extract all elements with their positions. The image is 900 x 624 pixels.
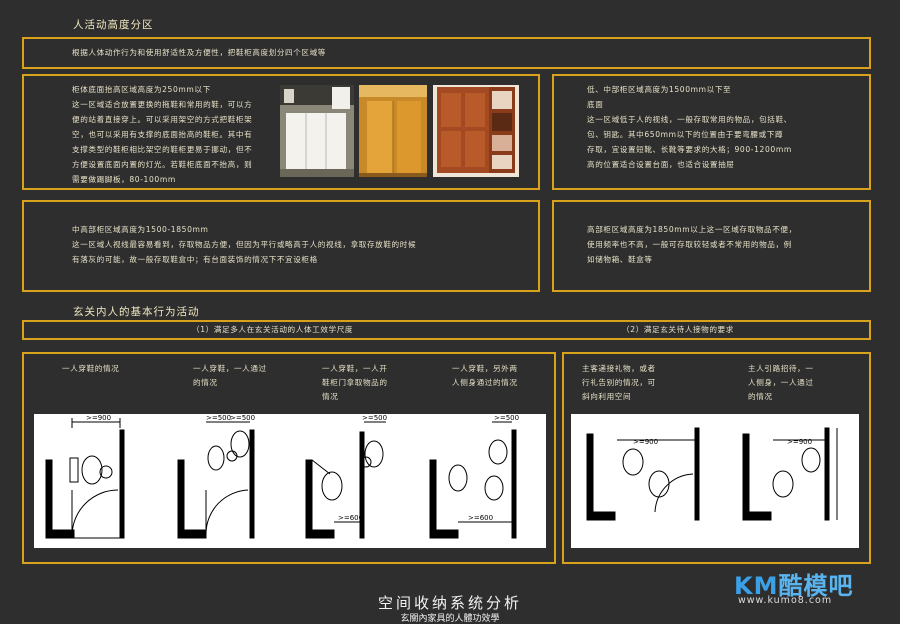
section-title-height-zones: 人活动高度分区 — [73, 19, 154, 31]
zone-bottom-line: 空，也可以采用有支撑的底面抬高的鞋柜。其中有 — [72, 130, 253, 139]
behavior-header-left: （1）满足多人在玄关活动的人体工效学尺度 — [192, 325, 354, 334]
zone-high-text: 高部柜区域高度为1850mm以上这一区域存取物品不便， 使用频率也不高，一般可存… — [587, 222, 867, 267]
zone-high-line: 如储物箱、鞋盒等 — [587, 255, 653, 264]
behavior-right-box — [562, 352, 871, 564]
dim-600-a: >=600 — [338, 514, 363, 522]
caption-line: 情况 — [322, 392, 339, 401]
dim-500-c: >=500 — [362, 414, 387, 422]
behavior-header-box: （1）满足多人在玄关活动的人体工效学尺度 （2）满足玄关待人接物的要求 — [22, 320, 871, 340]
zone-high-box: 高部柜区域高度为1850mm以上这一区域存取物品不便， 使用频率也不高，一般可存… — [552, 200, 871, 292]
intro-box: 根据人体动作行为和使用舒适性及方便性，把鞋柜高度划分四个区域等 — [22, 37, 871, 69]
caption-host-guiding: 主人引路招待，一 人侧身，一人通过 的情况 — [748, 362, 814, 404]
caption-shoes-two-passing: 一人穿鞋，另外两 人侧身通过的情况 — [452, 362, 518, 390]
zone-midhigh-line: 中高部柜区域高度为1500-1850mm — [72, 225, 209, 234]
caption-line: 斜向利用空间 — [582, 392, 632, 401]
caption-one-person-shoes: 一人穿鞋的情况 — [62, 362, 119, 376]
plan-gift-exchange — [586, 427, 700, 521]
dim-900-a: >=900 — [86, 414, 111, 422]
zone-bottom-line: 需要做踢脚板，80-100mm — [72, 175, 176, 184]
caption-line: 主人引路招待，一 — [748, 364, 814, 373]
footer-title: 空间收纳系统分析 — [377, 594, 522, 612]
zone-high-line: 使用频率也不高，一般可存取较轻或者不常用的物品，例 — [587, 240, 792, 249]
plan-cabinet-door — [305, 421, 386, 539]
dim-500-d: >=500 — [494, 414, 519, 422]
logo-km: KM — [734, 572, 779, 600]
caption-line: 主客递接礼物，或者 — [582, 364, 656, 373]
shoe-cabinet-photo-brown — [433, 85, 519, 177]
logo-url: www.kumo8.com — [738, 595, 833, 606]
zone-bottom-line: 便的站着直接穿上。可以采用架空的方式把鞋柜架 — [72, 115, 253, 124]
plan-passing — [177, 421, 255, 539]
caption-line: 鞋柜门拿取物品的 — [322, 378, 388, 387]
zone-lowmid-text: 低、中部柜区域高度为1500mm以下至 底面 这一区域低于人的视线，一般存取常用… — [587, 82, 867, 172]
zone-bottom-line: 方便设置底面内置的灯光。若鞋柜底面不抬高，则 — [72, 160, 253, 169]
zone-lowmid-line: 底面 — [587, 100, 604, 109]
caption-shoes-and-passing: 一人穿鞋，一人通过 的情况 — [193, 362, 267, 390]
dim-500-a: >=500 — [206, 414, 231, 422]
footer-subtitle: 玄關內家具的人體功效學 — [400, 614, 500, 624]
behavior-header-right: （2）满足玄关待人接物的要求 — [622, 325, 734, 334]
zone-lowmid-line: 高的位置适合设置台面，也适合设置抽屉 — [587, 160, 735, 169]
site-logo: KM酷模吧 — [734, 566, 853, 601]
zone-midhigh-box: 中高部柜区域高度为1500-1850mm 这一区域人视线最容易看到，存取物品方便… — [22, 200, 540, 292]
caption-line: 一人穿鞋的情况 — [62, 364, 120, 373]
dim-900-b: >=900 — [633, 438, 658, 446]
zone-midhigh-line: 这一区域人视线最容易看到，存取物品方便，但因为平行或略高于人的视线，拿取存放鞋的… — [72, 240, 417, 249]
caption-line: 人侧身，一人通过 — [748, 378, 814, 387]
zone-midhigh-text: 中高部柜区域高度为1500-1850mm 这一区域人视线最容易看到，存取物品方便… — [72, 222, 532, 267]
zone-bottom-box: 柜体底面抬高区域高度为250mm以下 这一区域适合放置更换的拖鞋和常用的鞋，可以… — [22, 74, 540, 190]
caption-line: 行礼告别的情况，可 — [582, 378, 656, 387]
zone-lowmid-line: 包、钥匙。其中650mm以下的位置由于要弯腰或下蹲 — [587, 130, 784, 139]
zone-lowmid-line: 这一区域低于人的视线，一般存取常用的物品，包括鞋、 — [587, 115, 792, 124]
shoe-cabinet-photo-wood — [359, 85, 427, 177]
plan-diagrams-left: >=900 >=500 >=500 >=500 >=600 >=500 >=60… — [34, 414, 546, 548]
logo-cn: 酷模吧 — [778, 572, 854, 600]
zone-bottom-text: 柜体底面抬高区域高度为250mm以下 这一区域适合放置更换的拖鞋和常用的鞋，可以… — [72, 82, 287, 187]
zone-lowmid-line: 低、中部柜区域高度为1500mm以下至 — [587, 85, 732, 94]
plan-two-passing — [429, 421, 517, 539]
caption-line: 人侧身通过的情况 — [452, 378, 518, 387]
zone-bottom-line: 这一区域适合放置更换的拖鞋和常用的鞋，可以方 — [72, 100, 253, 109]
zone-midhigh-line: 有落灰的可能，故一般存取鞋盒中；有台面装饰的情况下不宜设柜格 — [72, 255, 318, 264]
caption-gift-exchange: 主客递接礼物，或者 行礼告别的情况，可 斜向利用空间 — [582, 362, 656, 404]
zone-high-line: 高部柜区域高度为1850mm以上这一区域存取物品不便， — [587, 225, 797, 234]
zone-lowmid-line: 存取，宜设置短靴、长靴等要求的大格；900-1200mm — [587, 145, 792, 154]
caption-line: 的情况 — [193, 378, 218, 387]
plan-one-person — [45, 418, 125, 539]
caption-shoes-and-cabinet: 一人穿鞋，一人开 鞋柜门拿取物品的 情况 — [322, 362, 388, 404]
zone-lowmid-box: 低、中部柜区域高度为1500mm以下至 底面 这一区域低于人的视线，一般存取常用… — [552, 74, 871, 190]
zone-bottom-line: 柜体底面抬高区域高度为250mm以下 — [72, 85, 211, 94]
caption-line: 一人穿鞋，另外两 — [452, 364, 518, 373]
plan-host-guiding — [742, 427, 838, 521]
intro-text: 根据人体动作行为和使用舒适性及方便性，把鞋柜高度划分四个区域等 — [72, 48, 327, 57]
caption-line: 一人穿鞋，一人通过 — [193, 364, 267, 373]
dim-600-b: >=600 — [468, 514, 493, 522]
behavior-left-box — [22, 352, 556, 564]
plan-diagrams-right: >=900 >=900 — [571, 414, 859, 548]
zone-bottom-line: 支撑类型的鞋柜相比架空的鞋柜更易于挪动，但不 — [72, 145, 253, 154]
shoe-cabinet-photo-white — [280, 85, 354, 177]
caption-line: 的情况 — [748, 392, 773, 401]
dim-500-b: >=500 — [230, 414, 255, 422]
dim-900-c: >=900 — [787, 438, 812, 446]
caption-line: 一人穿鞋，一人开 — [322, 364, 388, 373]
section-title-behaviors: 玄关内人的基本行为活动 — [73, 306, 200, 318]
